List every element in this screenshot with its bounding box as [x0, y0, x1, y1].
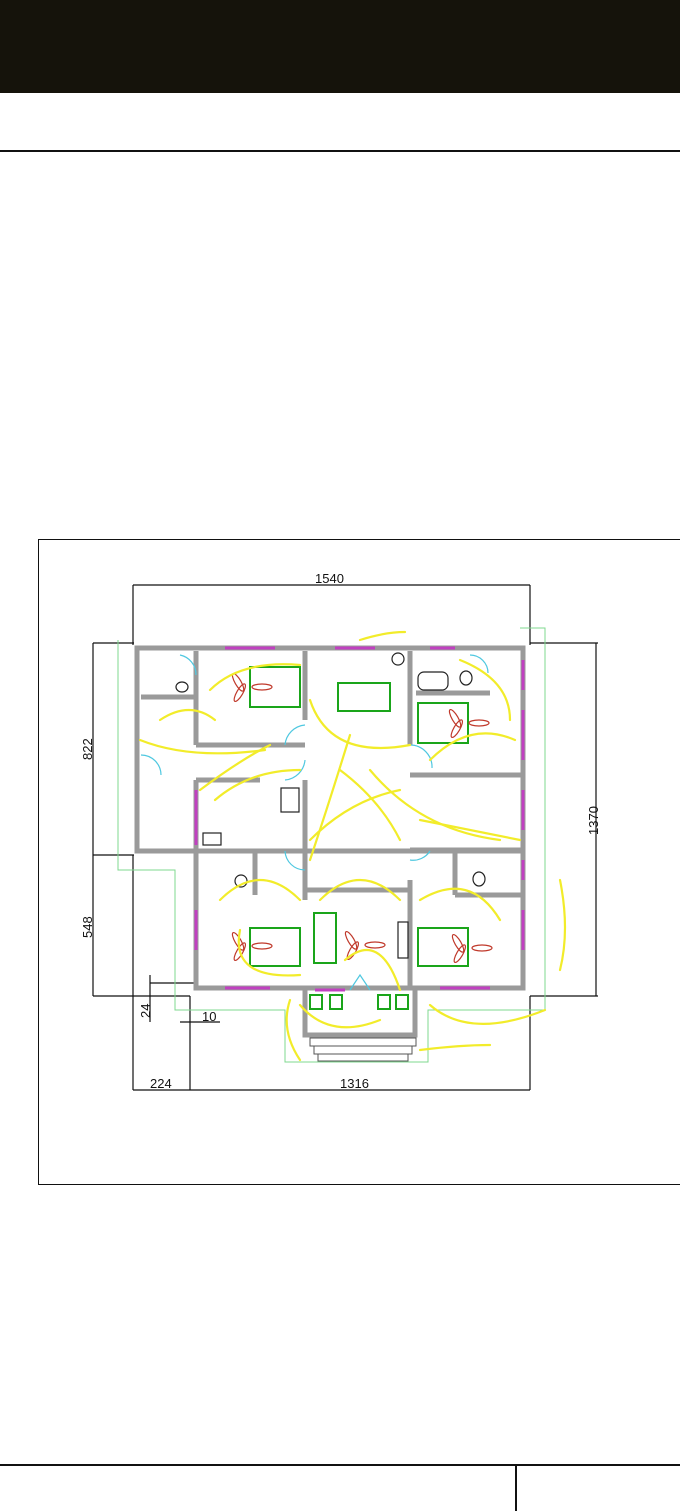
- dim-right-height: 1370: [586, 806, 601, 835]
- furniture: [249, 666, 469, 1010]
- header-divider: [0, 150, 680, 152]
- footer-divider: [0, 1464, 680, 1466]
- dim-step-height: 24: [138, 1004, 153, 1018]
- dim-left-lower: 548: [80, 916, 95, 938]
- entrance-steps: [309, 1037, 417, 1062]
- wiring: [138, 630, 567, 1062]
- sofa: [313, 912, 337, 964]
- dim-bottom-left: 224: [150, 1076, 172, 1091]
- windows: [194, 646, 525, 992]
- dining-table: [337, 682, 391, 712]
- dim-bottom-right: 1316: [340, 1076, 369, 1091]
- dimension-lines: [92, 584, 598, 1091]
- walls: [134, 645, 526, 1038]
- dim-step-width: 10: [202, 1009, 216, 1024]
- doors: [140, 654, 489, 991]
- bed-3: [249, 927, 301, 967]
- top-bar: [0, 0, 680, 93]
- bed-4: [417, 927, 469, 967]
- dim-top-width: 1540: [315, 571, 344, 586]
- drawing-frame: [38, 539, 680, 1185]
- dim-left-upper: 822: [80, 738, 95, 760]
- site-outline: [117, 627, 546, 1063]
- bed-1: [249, 666, 301, 708]
- bed-2: [417, 702, 469, 744]
- footer-column-divider: [515, 1464, 517, 1511]
